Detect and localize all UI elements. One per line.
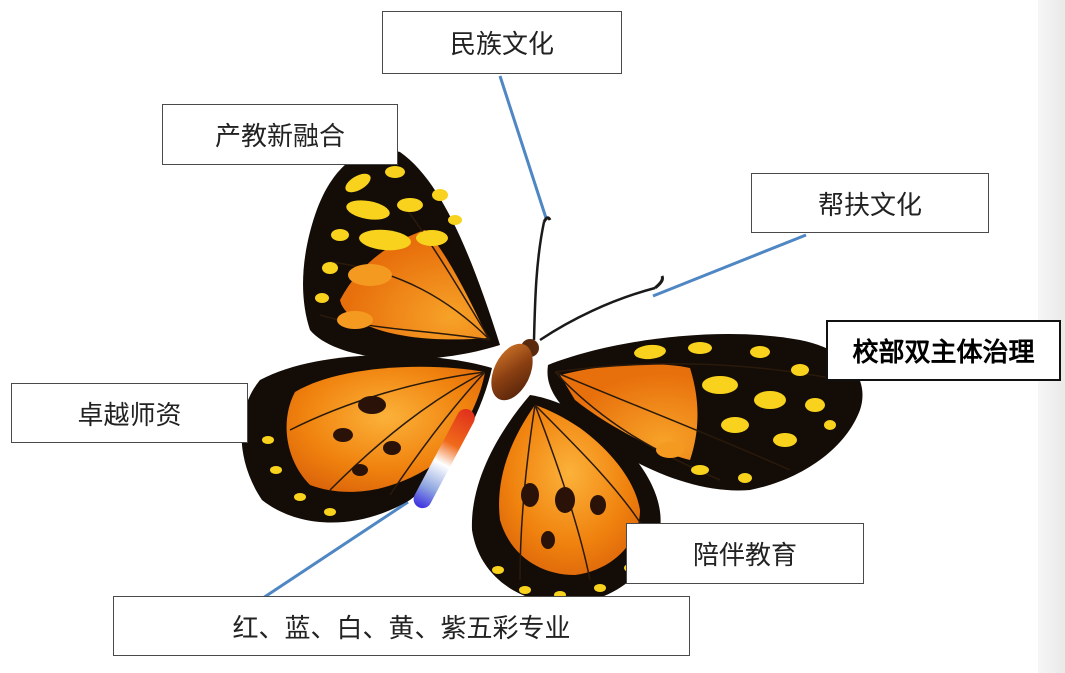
label-excellent-teachers-text: 卓越师资 xyxy=(77,400,182,431)
butterfly-abdomen xyxy=(413,408,475,509)
butterfly-body xyxy=(413,216,664,509)
label-five-color-majors-text: 红、蓝、白、黄、紫五彩专业 xyxy=(232,613,571,644)
connector-aid-culture xyxy=(652,233,807,298)
antenna-right xyxy=(539,286,656,342)
label-school-dept-governance: 校部双主体治理 xyxy=(826,320,1061,381)
label-school-dept-governance-text: 校部双主体治理 xyxy=(852,338,1035,368)
connector-ethnic-culture xyxy=(498,75,548,219)
left-forewing xyxy=(303,149,500,360)
label-industry-education-text: 产教新融合 xyxy=(214,122,345,152)
butterfly-thorax xyxy=(491,343,533,401)
right-hindwing xyxy=(471,395,661,605)
label-excellent-teachers: 卓越师资 xyxy=(11,383,248,443)
label-ethnic-culture-text: 民族文化 xyxy=(449,30,554,60)
connector-five-color-majors xyxy=(262,500,409,600)
label-aid-culture: 帮扶文化 xyxy=(751,173,989,233)
left-hindwing xyxy=(241,355,492,523)
label-industry-education: 产教新融合 xyxy=(162,104,398,165)
label-companion-education-text: 陪伴教育 xyxy=(692,541,797,571)
label-aid-culture-text: 帮扶文化 xyxy=(817,190,922,221)
connector-lines xyxy=(262,75,807,600)
label-five-color-majors: 红、蓝、白、黄、紫五彩专业 xyxy=(113,596,690,656)
label-companion-education: 陪伴教育 xyxy=(626,523,864,584)
antenna-left xyxy=(532,221,546,341)
label-ethnic-culture: 民族文化 xyxy=(382,11,622,74)
